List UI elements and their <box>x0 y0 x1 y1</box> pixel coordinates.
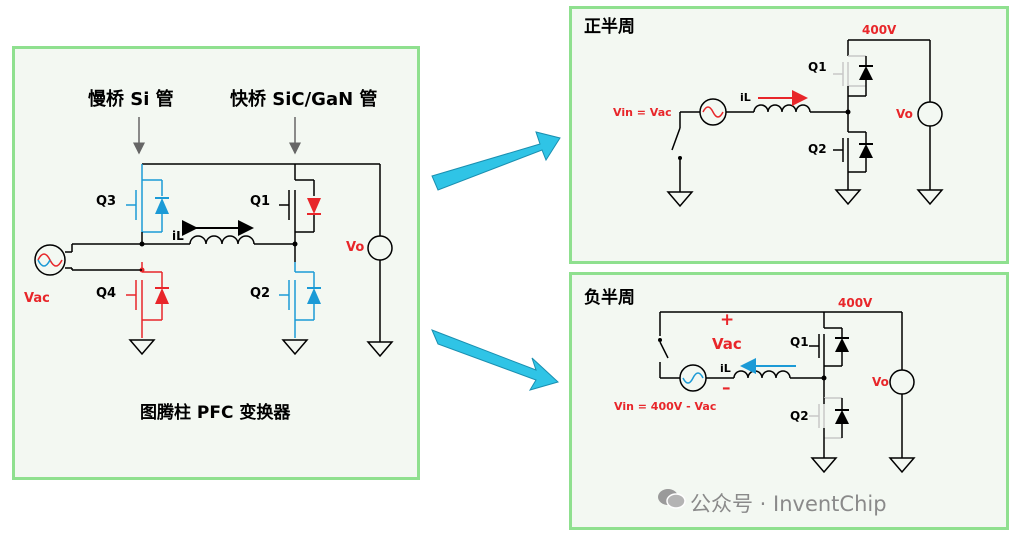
source-label: Vac <box>24 291 50 306</box>
flow-arrows <box>431 131 561 391</box>
watermark: 公众号 · InventChip <box>690 492 887 516</box>
negative-q1-label: Q1 <box>790 335 809 349</box>
positive-vin-label: Vin = Vac <box>613 106 672 119</box>
q1-label: Q1 <box>250 194 271 209</box>
q3-switch <box>126 164 163 233</box>
positive-q2-label: Q2 <box>808 142 827 156</box>
negative-half-circuit <box>658 311 916 474</box>
output-label: Vo <box>346 240 365 255</box>
positive-title: 正半周 <box>584 17 635 37</box>
vac-label: Vac <box>712 335 742 353</box>
positive-inductor-label: iL <box>740 91 751 104</box>
positive-half-circuit <box>666 39 944 208</box>
q2-switch <box>279 262 315 338</box>
q1-diode <box>307 198 321 214</box>
q1-switch <box>279 164 315 262</box>
q3-diode <box>155 198 169 214</box>
negative-vin-label: Vin = 400V - Vac <box>614 400 717 413</box>
positive-bus-voltage: 400V <box>862 23 897 37</box>
q2-diode <box>307 288 321 304</box>
positive-output-label: Vo <box>896 107 913 121</box>
left-panel <box>12 46 420 480</box>
totem-pole-circuit <box>34 117 394 358</box>
q4-switch <box>126 262 163 338</box>
q3-label: Q3 <box>96 194 117 209</box>
q4-label: Q4 <box>96 286 117 301</box>
minus-sign: – <box>722 378 731 398</box>
wechat-icon <box>657 486 687 512</box>
caption: 图腾柱 PFC 变换器 <box>140 403 291 423</box>
negative-title: 负半周 <box>584 288 635 308</box>
negative-q2-label: Q2 <box>790 409 809 423</box>
q2-label: Q2 <box>250 286 271 301</box>
q4-diode <box>155 288 169 304</box>
fast-bridge-label: 快桥 SiC/GaN 管 <box>230 89 378 110</box>
negative-bus-voltage: 400V <box>838 296 873 310</box>
positive-q1-label: Q1 <box>808 60 827 74</box>
negative-half-panel <box>569 272 1009 530</box>
negative-output-label: Vo <box>872 375 889 389</box>
inductor-label: iL <box>172 229 184 243</box>
plus-sign: + <box>720 310 735 330</box>
positive-half-panel <box>569 6 1009 264</box>
slow-bridge-label: 慢桥 Si 管 <box>88 89 174 110</box>
negative-inductor-label: iL <box>720 362 731 375</box>
